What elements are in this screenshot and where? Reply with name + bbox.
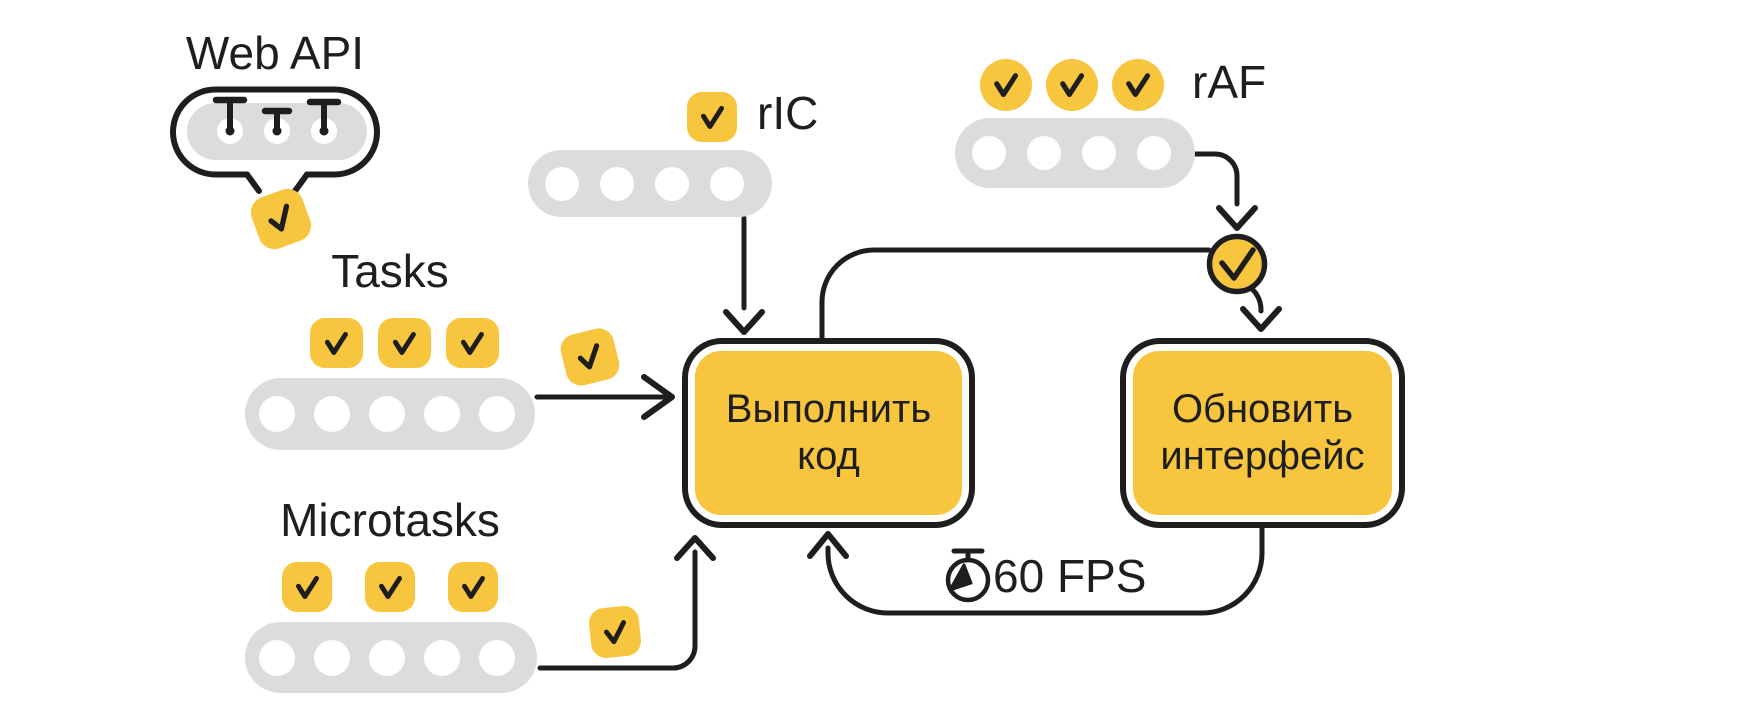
check-icon <box>324 331 348 355</box>
queue-slot <box>972 136 1006 170</box>
plug-icon <box>212 96 342 144</box>
queue-slot <box>424 639 460 676</box>
raf-arrow <box>1191 151 1258 231</box>
queue-slot <box>479 639 515 676</box>
check-icon <box>460 331 484 355</box>
check-icon <box>461 575 485 599</box>
task-done-badge <box>310 318 363 368</box>
task-done-badge <box>446 318 499 368</box>
execute-code-label-line1: Выполнить <box>725 387 932 431</box>
queue-slot <box>1137 136 1171 170</box>
queue-slot <box>369 639 405 676</box>
check-icon <box>378 575 402 599</box>
queue-slot <box>710 166 744 201</box>
microtask-done-badge <box>448 562 498 612</box>
raf-done-badge <box>1112 59 1164 111</box>
queue-slot <box>655 166 689 201</box>
tasks-arrow <box>534 374 675 420</box>
tasks-queue <box>245 378 535 450</box>
raf-done-badges <box>980 59 1164 111</box>
microtask-done-badge <box>282 562 332 612</box>
queue-slot <box>369 396 405 432</box>
junction-check-circle <box>1206 233 1268 295</box>
queue-slot <box>479 396 515 432</box>
microtasks-done-badges <box>282 562 498 612</box>
queue-slot <box>1027 136 1061 170</box>
queue-slot <box>1082 136 1116 170</box>
execute-code-label-line2: код <box>797 434 860 478</box>
web-api-funnel <box>244 171 310 194</box>
task-done-badge <box>378 318 431 368</box>
microtask-pending-badge <box>587 604 643 660</box>
microtasks-queue <box>245 622 537 693</box>
web-api-outline <box>170 86 380 178</box>
raf-label: rAF <box>1192 56 1267 108</box>
queue-slot <box>600 166 634 201</box>
ric-label: rIC <box>757 87 819 139</box>
queue-slot <box>259 639 295 676</box>
update-interface-label-line1: Обновить <box>1171 387 1354 431</box>
stopwatch-icon <box>945 548 991 603</box>
check-icon <box>295 575 319 599</box>
ric-queue <box>528 150 772 217</box>
ric-arrow <box>723 215 765 335</box>
fps-label: 60 FPS <box>993 550 1147 602</box>
queue-slot <box>259 396 295 432</box>
check-icon <box>1060 73 1084 97</box>
fps-loop-arrow <box>807 525 1265 616</box>
microtasks-arrow <box>537 535 716 671</box>
web-api-bubble <box>170 86 380 194</box>
web-api-done-badge <box>246 184 316 254</box>
update-interface-box-fill: Обновить интерфейс <box>1133 351 1392 515</box>
ric-done-badge <box>687 92 737 142</box>
junction-to-update-arrow <box>1240 285 1282 332</box>
raf-done-badge <box>1046 59 1098 111</box>
queue-slot <box>424 396 460 432</box>
tasks-label: Tasks <box>331 245 449 297</box>
update-interface-box: Обновить интерфейс <box>1120 338 1405 528</box>
execute-code-box-fill: Выполнить код <box>695 351 962 515</box>
raf-done-badge <box>980 59 1032 111</box>
microtask-done-badge <box>365 562 415 612</box>
check-icon <box>392 331 416 355</box>
web-api-label: Web API <box>185 27 365 79</box>
update-interface-label-line2: интерфейс <box>1160 434 1365 478</box>
execute-code-box: Выполнить код <box>682 338 975 528</box>
raf-queue <box>955 118 1195 188</box>
check-icon <box>577 343 600 370</box>
check-icon <box>603 619 626 644</box>
check-icon <box>700 105 724 129</box>
queue-slot <box>314 396 350 432</box>
check-icon <box>268 203 290 232</box>
execute-to-junction-line <box>819 247 1212 341</box>
queue-slot <box>545 166 579 201</box>
queue-slot <box>314 639 350 676</box>
check-icon <box>1219 247 1256 281</box>
tasks-done-badges <box>310 318 499 368</box>
check-icon <box>1126 73 1150 97</box>
check-icon <box>994 73 1018 97</box>
microtasks-label: Microtasks <box>280 494 500 546</box>
task-pending-badge <box>557 325 623 389</box>
